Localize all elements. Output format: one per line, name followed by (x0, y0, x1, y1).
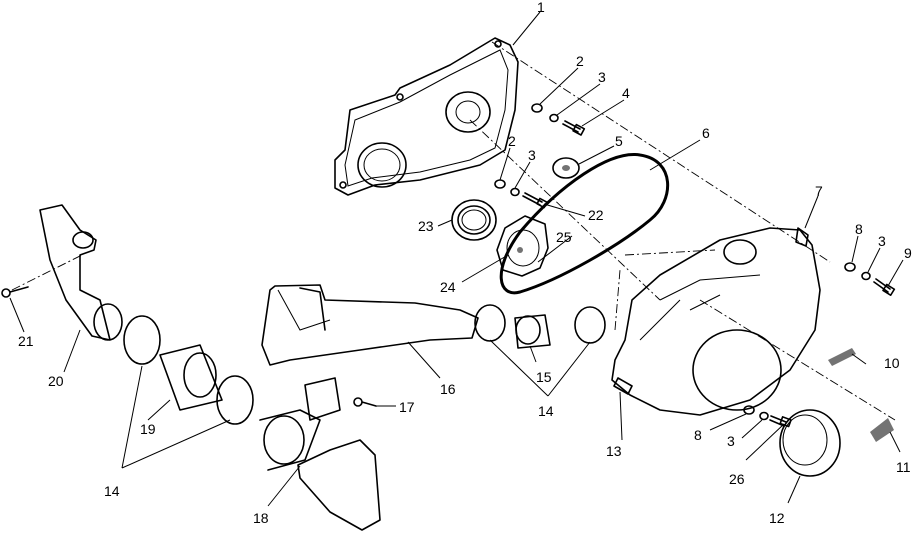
washer-lower (494, 179, 506, 189)
callout-21: 21 (18, 333, 34, 349)
lock-washer-lower-right (759, 411, 769, 421)
callout-3: 3 (598, 69, 606, 85)
air-duct (261, 284, 479, 366)
leader-lines (9, 11, 904, 507)
callout-9: 9 (904, 245, 912, 261)
duct-18 (259, 377, 381, 531)
callout-5: 5 (615, 133, 623, 149)
callout-24: 24 (440, 279, 456, 295)
clamp-left-2 (216, 375, 254, 425)
callout-20: 20 (48, 373, 64, 389)
screw-17 (353, 397, 377, 407)
callout-3: 3 (528, 147, 536, 163)
decal-11 (870, 418, 894, 442)
callout-2: 2 (508, 133, 516, 149)
callout-11: 11 (896, 459, 911, 475)
spacer-washer (552, 157, 580, 179)
callout-14: 14 (104, 483, 120, 499)
inner-cover-plate (334, 37, 519, 196)
callout-labels: 1 2 3 4 2 3 5 6 7 8 3 9 10 11 12 13 8 3 … (18, 0, 912, 526)
callout-8: 8 (694, 427, 702, 443)
screw-21 (1, 286, 29, 298)
callout-14: 14 (538, 403, 554, 419)
lock-washer-upper (549, 113, 559, 123)
callout-18: 18 (253, 510, 269, 526)
intake-tube-20 (39, 204, 123, 341)
callout-4: 4 (622, 85, 630, 101)
boot-15 (514, 314, 551, 349)
callout-19: 19 (140, 421, 156, 437)
callout-6: 6 (702, 125, 710, 141)
callout-1: 1 (537, 0, 545, 15)
callout-17: 17 (399, 399, 415, 415)
callout-22: 22 (588, 207, 604, 223)
callout-15: 15 (536, 369, 552, 385)
callout-16: 16 (440, 381, 456, 397)
clamp-right-1 (474, 304, 506, 342)
bolt-upper (562, 120, 586, 136)
callout-25: 25 (556, 229, 572, 245)
drive-belt (499, 153, 670, 295)
callout-23: 23 (418, 218, 434, 234)
callout-8: 8 (855, 221, 863, 237)
decal-10 (828, 348, 856, 366)
bolt-26 (769, 415, 792, 428)
callout-3: 3 (727, 433, 735, 449)
seal (451, 199, 497, 241)
boot-19 (159, 344, 223, 411)
washer-lower-right (743, 405, 755, 415)
callout-13: 13 (606, 443, 622, 459)
clamp-left-1 (123, 315, 161, 365)
clamp-right-2 (574, 306, 606, 344)
callout-26: 26 (729, 471, 745, 487)
callout-12: 12 (769, 510, 785, 526)
housing-24 (496, 215, 549, 277)
lock-washer-lower (510, 187, 520, 197)
washer-upper (531, 103, 543, 113)
callout-3: 3 (878, 233, 886, 249)
bolt-9 (873, 278, 896, 296)
callout-10: 10 (884, 355, 900, 371)
callout-7: 7 (815, 183, 823, 199)
outer-cover (611, 227, 821, 416)
callout-2: 2 (576, 53, 584, 69)
washer-right-upper (844, 262, 856, 272)
lock-washer-right-upper (861, 271, 871, 281)
gasket (779, 409, 841, 477)
